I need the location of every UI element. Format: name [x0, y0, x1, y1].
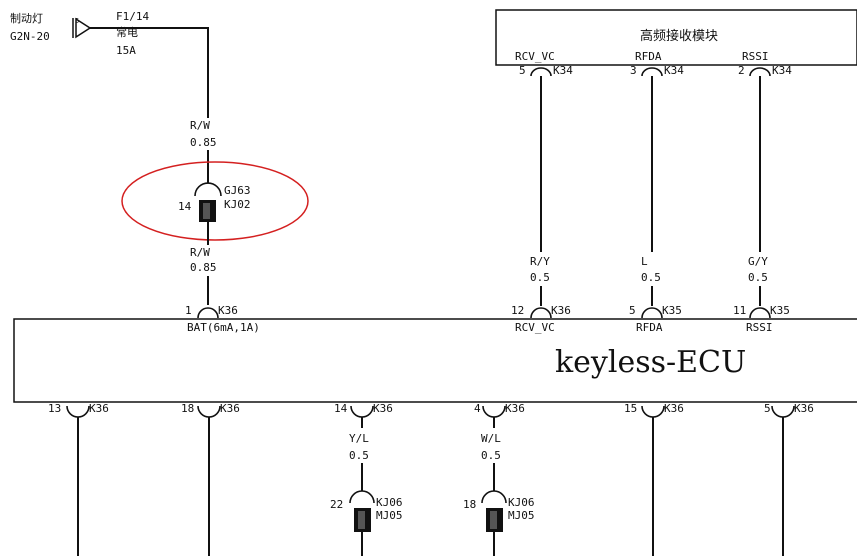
- wire-fuse-to-splice-upper: [90, 27, 209, 118]
- svg-text:K36: K36: [218, 304, 238, 317]
- svg-text:K36: K36: [794, 402, 814, 415]
- rf-signal-rssi: RSSI: [742, 50, 769, 63]
- wire-gauge-rfda: 0.5: [641, 271, 661, 284]
- rf-module-box: [495, 9, 857, 66]
- svg-text:K34: K34: [553, 64, 573, 77]
- source-label: 制动灯: [10, 12, 43, 25]
- conn-pin-22: 22: [330, 498, 343, 511]
- svg-text:K34: K34: [664, 64, 684, 77]
- splice-conn-b: KJ02: [224, 198, 251, 211]
- wire-gauge-bat-top: 0.85: [190, 136, 217, 149]
- wire-color-rssi: G/Y: [748, 255, 768, 268]
- connector-arrow-icon: 5: [72, 17, 92, 39]
- ecu-pin-5-bottom: 5: [764, 402, 771, 415]
- wire-gauge-yl: 0.5: [349, 449, 369, 462]
- svg-text:KJ06: KJ06: [508, 496, 535, 509]
- svg-text:K36: K36: [220, 402, 240, 415]
- ecu-pin-12: 12: [511, 304, 524, 317]
- ecu-pin-15: 15: [624, 402, 637, 415]
- source-code: G2N-20: [10, 30, 50, 43]
- wire-color-bat-bottom: R/W: [190, 246, 210, 259]
- ecu-name: keyless-ECU: [555, 345, 746, 380]
- svg-text:K36: K36: [551, 304, 571, 317]
- ecu-label-rssi: RSSI: [746, 321, 773, 334]
- wire-color-yl: Y/L: [349, 432, 369, 445]
- splice-pin: 14: [178, 200, 192, 213]
- ecu-pin-4: 4: [474, 402, 481, 415]
- svg-text:K36: K36: [664, 402, 684, 415]
- svg-text:K35: K35: [662, 304, 682, 317]
- fuse-rating: 15A: [116, 44, 136, 57]
- rf-pin-5: 5: [519, 64, 526, 77]
- wire-color-rfda: L: [641, 255, 648, 268]
- wire-color-wl: W/L: [481, 432, 501, 445]
- wire-gauge-rcv-vc: 0.5: [530, 271, 550, 284]
- wire-gauge-rssi: 0.5: [748, 271, 768, 284]
- svg-text:K36: K36: [505, 402, 525, 415]
- svg-text:K36: K36: [373, 402, 393, 415]
- rf-pin-3: 3: [630, 64, 637, 77]
- ecu-pin-13: 13: [48, 402, 61, 415]
- svg-text:MJ05: MJ05: [376, 509, 403, 522]
- highlight-circle: [121, 161, 309, 241]
- ecu-pin-14: 14: [334, 402, 348, 415]
- rf-module-title: 高频接收模块: [640, 28, 718, 44]
- connector-kj06-b: [481, 490, 507, 532]
- rf-signal-rcv-vc: RCV_VC: [515, 50, 555, 63]
- rf-signal-rfda: RFDA: [635, 50, 662, 63]
- conn-pin-18: 18: [463, 498, 476, 511]
- svg-text:K35: K35: [770, 304, 790, 317]
- wire-gauge-wl: 0.5: [481, 449, 501, 462]
- ecu-box: [13, 318, 857, 403]
- svg-text:MJ05: MJ05: [508, 509, 535, 522]
- ecu-pin-1: 1: [185, 304, 192, 317]
- ecu-label-bat: BAT(6mA,1A): [187, 321, 260, 334]
- wire-color-bat-top: R/W: [190, 119, 210, 132]
- splice-conn-a: GJ63: [224, 184, 251, 197]
- svg-text:5: 5: [75, 17, 79, 25]
- svg-text:KJ06: KJ06: [376, 496, 403, 509]
- svg-text:K36: K36: [89, 402, 109, 415]
- splice-connector: [194, 182, 222, 222]
- ecu-label-rcv-vc: RCV_VC: [515, 321, 555, 334]
- rf-pin-2: 2: [738, 64, 745, 77]
- wire-gauge-bat-bottom: 0.85: [190, 261, 217, 274]
- ecu-pin-18: 18: [181, 402, 194, 415]
- ecu-pin-11: 11: [733, 304, 746, 317]
- wire-color-rcv-vc: R/Y: [530, 255, 550, 268]
- fuse-supply: 常电: [116, 26, 138, 39]
- fuse-id: F1/14: [116, 10, 149, 23]
- ecu-label-rfda: RFDA: [636, 321, 663, 334]
- svg-text:K34: K34: [772, 64, 792, 77]
- connector-kj06-a: [349, 490, 375, 532]
- ecu-pin-5-k35: 5: [629, 304, 636, 317]
